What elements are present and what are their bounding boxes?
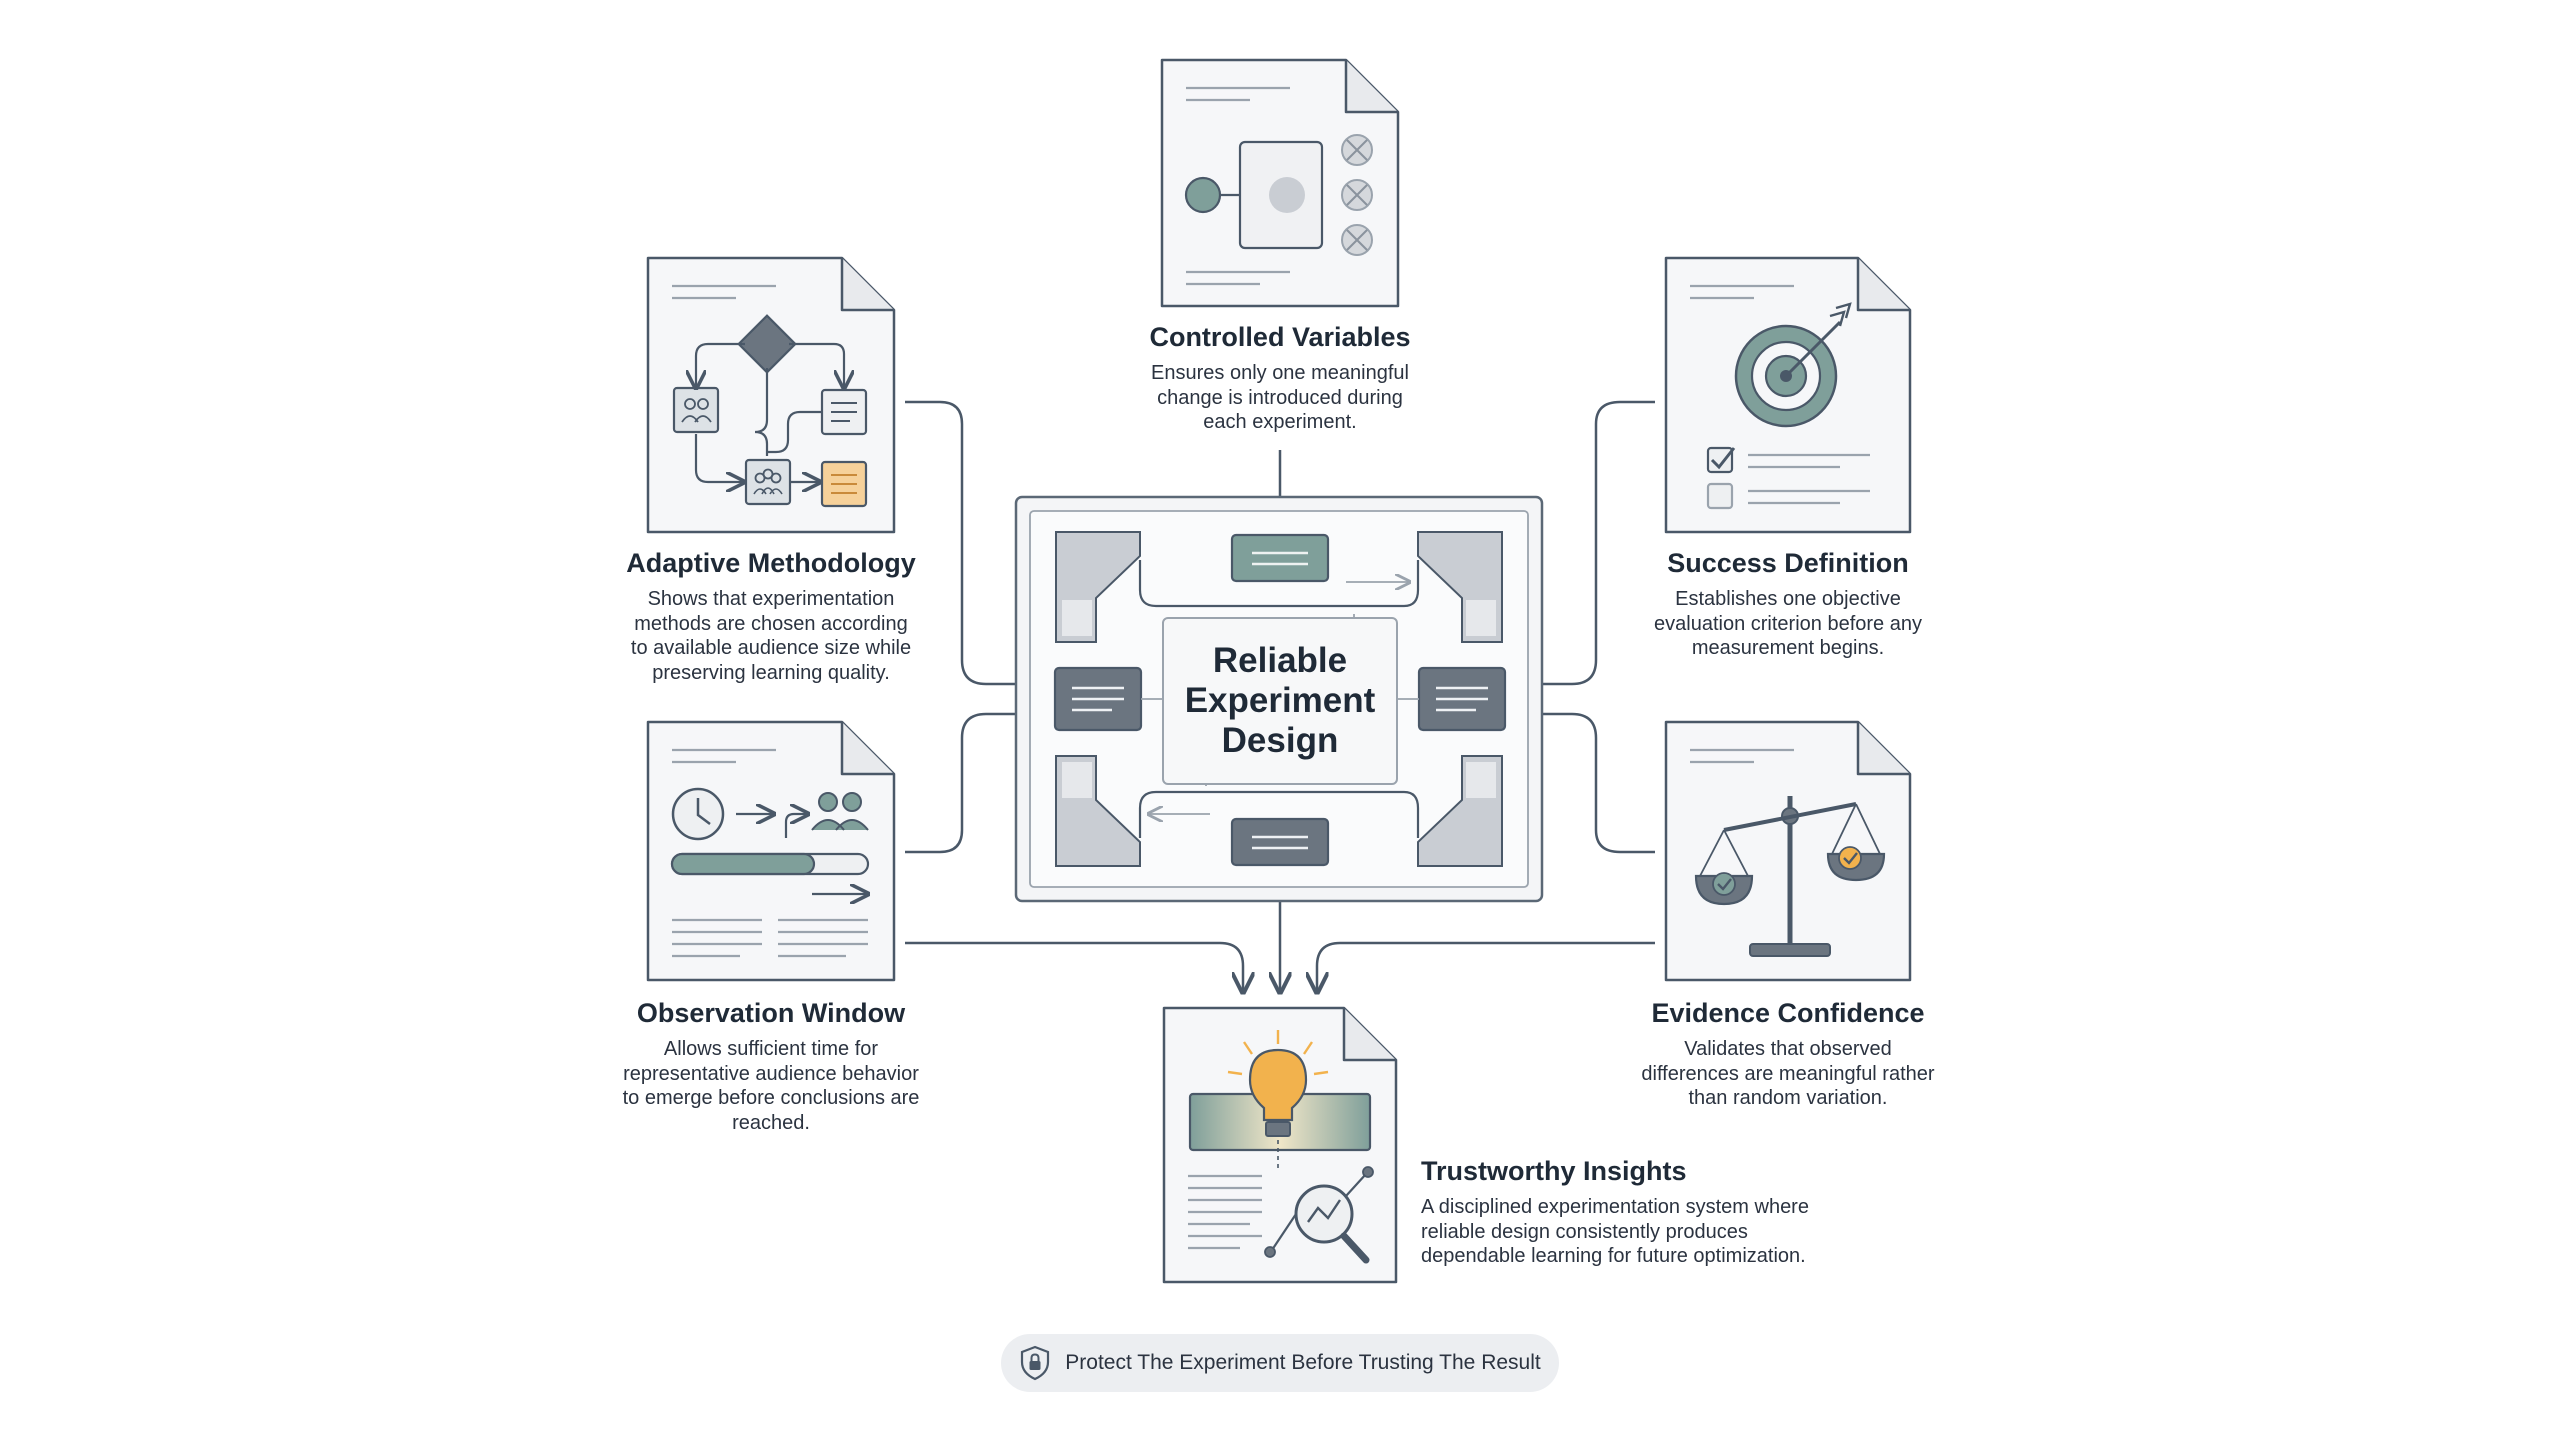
- node-title: Observation Window: [636, 998, 906, 1028]
- node-label-adaptive-methodology: Adaptive Methodology Shows that experime…: [591, 548, 951, 685]
- central-title: Reliable Experiment Design: [1163, 626, 1397, 776]
- node-title: Controlled Variables: [1149, 322, 1411, 352]
- desc-line: differences are meaningful rather: [1641, 1062, 1935, 1085]
- document-icon-evidence-confidence: [1664, 720, 1912, 982]
- central-title-line-2: Experiment: [1184, 681, 1376, 720]
- desc-line: representative audience behavior: [623, 1062, 919, 1085]
- desc-line: Establishes one objective: [1675, 588, 1901, 610]
- document-icon-trustworthy-insights: [1162, 1006, 1398, 1284]
- desc-line: reached.: [732, 1111, 810, 1134]
- desc-line: Allows sufficient time for: [663, 1038, 879, 1060]
- central-title-line-1: Reliable: [1212, 641, 1348, 680]
- node-label-observation-window: Observation Window Allows sufficient tim…: [591, 998, 951, 1135]
- desc-line: to available audience size while: [630, 637, 912, 659]
- desc-line: reliable design consistently produces: [1421, 1220, 1748, 1243]
- node-description: Establishes one objective evaluation cri…: [1608, 587, 1968, 661]
- central-title-line-3: Design: [1221, 721, 1339, 760]
- hub-node-top: [1230, 533, 1330, 583]
- node-label-evidence-confidence: Evidence Confidence Validates that obser…: [1608, 998, 1968, 1111]
- desc-line: Validates that observed: [1684, 1038, 1892, 1060]
- hub-node-bottom: [1230, 817, 1330, 867]
- desc-line: than random variation.: [1688, 1087, 1888, 1109]
- desc-line: preserving learning quality.: [652, 661, 890, 684]
- node-label-success-definition: Success Definition Establishes one objec…: [1608, 548, 1968, 661]
- footer-text: Protect The Experiment Before Trusting T…: [1065, 1351, 1541, 1374]
- document-icon-observation-window: [646, 720, 896, 982]
- desc-line: A disciplined experimentation system whe…: [1421, 1196, 1809, 1218]
- node-title: Evidence Confidence: [1651, 998, 1925, 1028]
- desc-line: measurement begins.: [1691, 637, 1885, 659]
- node-description: Allows sufficient time for representativ…: [591, 1037, 951, 1135]
- desc-line: methods are chosen according: [634, 612, 908, 635]
- node-label-trustworthy-insights: Trustworthy Insights A disciplined exper…: [1421, 1156, 1901, 1269]
- document-icon-success-definition: [1664, 256, 1912, 534]
- desc-line: change is introduced during: [1157, 386, 1403, 409]
- node-title: Trustworthy Insights: [1421, 1156, 1687, 1186]
- desc-line: Ensures only one meaningful: [1151, 362, 1409, 384]
- document-icon-controlled-variables: [1160, 58, 1400, 308]
- hub-node-right: [1417, 666, 1507, 732]
- desc-line: each experiment.: [1203, 411, 1357, 433]
- desc-line: to emerge before conclusions are: [622, 1087, 920, 1109]
- footer-banner: Protect The Experiment Before Trusting T…: [1001, 1334, 1559, 1392]
- node-title: Adaptive Methodology: [626, 548, 916, 578]
- central-hub: [1014, 495, 1544, 903]
- desc-line: evaluation criterion before any: [1654, 612, 1922, 635]
- desc-line: Shows that experimentation: [647, 588, 895, 610]
- node-description: A disciplined experimentation system whe…: [1421, 1195, 1901, 1269]
- node-label-controlled-variables: Controlled Variables Ensures only one me…: [1100, 322, 1460, 435]
- hub-node-left: [1053, 666, 1143, 732]
- node-title: Success Definition: [1667, 548, 1909, 578]
- node-description: Validates that observed differences are …: [1608, 1037, 1968, 1111]
- desc-line: dependable learning for future optimizat…: [1421, 1245, 1806, 1267]
- node-description: Shows that experimentation methods are c…: [591, 587, 951, 685]
- node-description: Ensures only one meaningful change is in…: [1100, 361, 1460, 435]
- document-icon-adaptive-methodology: [646, 256, 896, 534]
- shield-lock-icon: [1021, 1345, 1050, 1381]
